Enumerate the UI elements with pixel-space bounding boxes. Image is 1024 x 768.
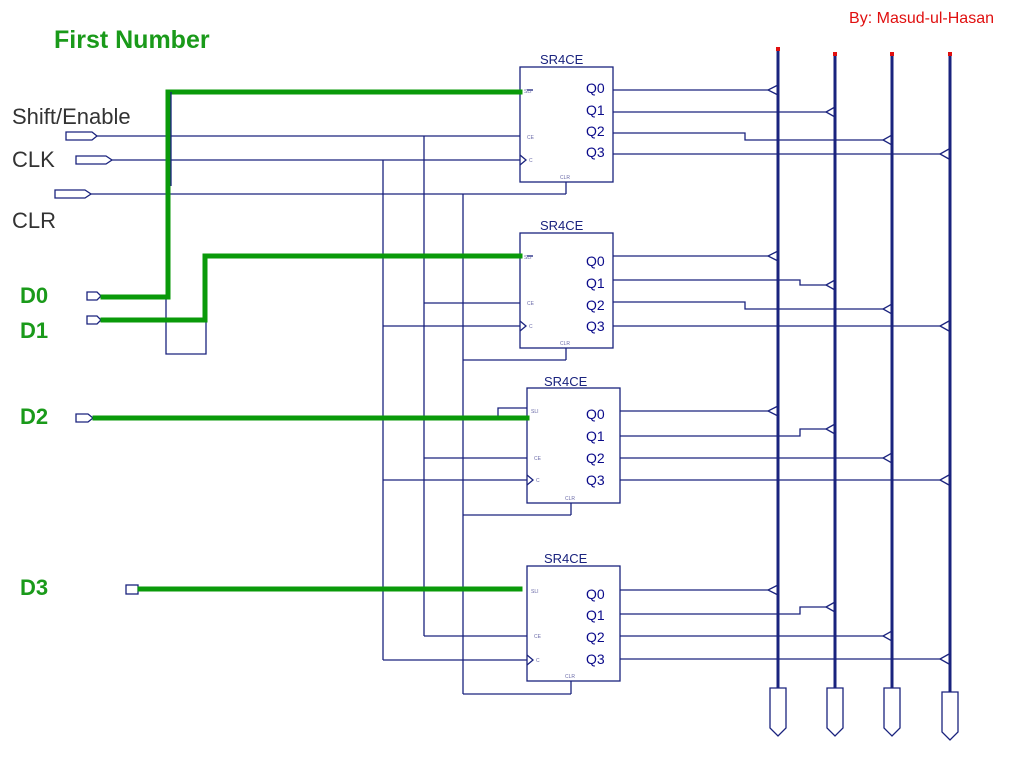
register-1-body bbox=[519, 66, 614, 183]
svg-text:SLI: SLI bbox=[524, 255, 532, 261]
reg3-q2: Q2 bbox=[586, 450, 605, 466]
svg-text:SLI: SLI bbox=[531, 589, 539, 595]
register-3-name: SR4CE bbox=[544, 374, 588, 389]
register-4-body bbox=[526, 565, 621, 682]
output-pin-4 bbox=[941, 691, 959, 741]
svg-text:SLI: SLI bbox=[524, 89, 532, 95]
clock-input-pin bbox=[75, 155, 114, 165]
d0-input-pin bbox=[86, 291, 102, 301]
reg2-q1: Q1 bbox=[586, 275, 605, 291]
d1-path bbox=[100, 253, 523, 323]
page-title: First Number bbox=[54, 26, 210, 54]
reg4-q0: Q0 bbox=[586, 586, 605, 602]
svg-text:C: C bbox=[529, 324, 533, 330]
svg-text:CE: CE bbox=[534, 634, 542, 640]
shift-enable-label: Shift/Enable bbox=[12, 104, 131, 129]
author-credit: By: Masud-ul-Hasan bbox=[849, 10, 994, 27]
d3-input-pin bbox=[125, 584, 139, 595]
output-pin-3 bbox=[883, 687, 901, 737]
svg-text:C: C bbox=[536, 658, 540, 664]
svg-text:CE: CE bbox=[534, 456, 542, 462]
reg4-q3: Q3 bbox=[586, 651, 605, 667]
reg1-q1: Q1 bbox=[586, 102, 605, 118]
d0-path bbox=[100, 89, 523, 300]
reg2-q3: Q3 bbox=[586, 318, 605, 334]
q-labels: Q0 Q1 Q2 Q3 Q0 Q1 Q2 Q3 Q0 Q1 Q2 Q3 Q0 Q… bbox=[586, 80, 605, 667]
clear-input-pin bbox=[54, 189, 93, 199]
output-buses bbox=[776, 50, 952, 692]
d1-input-pin bbox=[86, 315, 102, 325]
svg-text:C: C bbox=[529, 158, 533, 164]
d2-input-pin bbox=[75, 413, 95, 423]
svg-text:CLR: CLR bbox=[565, 496, 575, 502]
reg3-q1: Q1 bbox=[586, 428, 605, 444]
svg-text:CLR: CLR bbox=[560, 175, 570, 181]
reg3-q3: Q3 bbox=[586, 472, 605, 488]
d1-label: D1 bbox=[20, 318, 49, 343]
output-pin-2 bbox=[826, 687, 844, 737]
clk-label: CLK bbox=[12, 147, 55, 172]
register-names: SR4CE SR4CE SR4CE SR4CE bbox=[540, 52, 588, 566]
reg3-q0: Q0 bbox=[586, 406, 605, 422]
reg1-q2: Q2 bbox=[586, 123, 605, 139]
register-3-body bbox=[526, 387, 621, 504]
d3-label: D3 bbox=[20, 575, 49, 600]
reg2-q2: Q2 bbox=[586, 297, 605, 313]
svg-text:CLR: CLR bbox=[560, 341, 570, 347]
svg-text:CE: CE bbox=[527, 135, 535, 141]
reg4-q2: Q2 bbox=[586, 629, 605, 645]
reg4-q1: Q1 bbox=[586, 607, 605, 623]
register-2-body bbox=[519, 232, 614, 349]
reg2-q0: Q0 bbox=[586, 253, 605, 269]
d0-label: D0 bbox=[20, 283, 49, 308]
svg-text:SLI: SLI bbox=[531, 409, 539, 415]
svg-text:CLR: CLR bbox=[565, 674, 575, 680]
pin-marks: SLI CE C CLR SLI CE C CLR SLI CE C CLR S… bbox=[524, 89, 575, 680]
d2-label: D2 bbox=[20, 404, 49, 429]
highlighted-paths bbox=[92, 89, 530, 592]
register-1-name: SR4CE bbox=[540, 52, 584, 67]
reg1-q3: Q3 bbox=[586, 144, 605, 160]
register-4-name: SR4CE bbox=[544, 551, 588, 566]
register-2-name: SR4CE bbox=[540, 218, 584, 233]
reg1-q0: Q0 bbox=[586, 80, 605, 96]
clr-label: CLR bbox=[12, 208, 57, 233]
svg-text:C: C bbox=[536, 478, 540, 484]
wiring bbox=[54, 66, 959, 741]
shift-input-pin bbox=[65, 131, 99, 141]
output-pin-1 bbox=[769, 687, 787, 737]
svg-text:CE: CE bbox=[527, 301, 535, 307]
bus-end-markers bbox=[776, 47, 952, 56]
